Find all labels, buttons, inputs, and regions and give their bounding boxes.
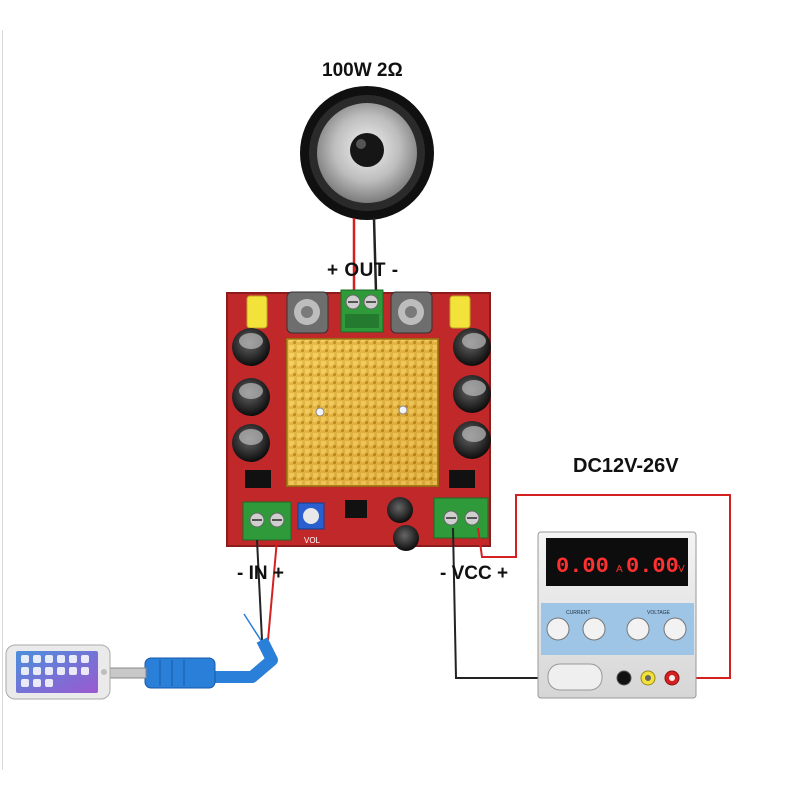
power-terminal xyxy=(433,497,489,539)
capacitors-right xyxy=(453,328,491,459)
input-wire-negative xyxy=(256,539,263,641)
voltage-fine-knob xyxy=(626,617,650,641)
input-wire-positive xyxy=(267,539,278,641)
negative-binding-post xyxy=(616,670,632,686)
speaker-dust-cap xyxy=(350,133,384,167)
speaker xyxy=(300,86,434,220)
current-readout: 0.00 xyxy=(556,554,609,579)
power-terminal-label: - VCC + xyxy=(440,563,509,584)
psu-power-switch xyxy=(547,663,603,691)
op-amp-chip xyxy=(345,500,367,518)
volume-potentiometer xyxy=(297,502,325,530)
input-cable xyxy=(109,539,278,689)
psu-display xyxy=(546,538,688,586)
voltage-unit: V xyxy=(678,564,685,575)
capacitors-left xyxy=(232,328,270,462)
smartphone xyxy=(5,644,111,700)
film-capacitor-right xyxy=(449,295,471,329)
chip-left xyxy=(245,470,271,488)
voltage-readout: 0.00 xyxy=(626,554,679,579)
power-wire-positive xyxy=(477,494,731,679)
audio-plug-tip xyxy=(109,667,147,679)
power-supply: 0.00 A 0.00 V CURRENT VOLTAGE xyxy=(537,531,697,699)
audio-plug-housing xyxy=(144,657,216,689)
current-fine-knob xyxy=(546,617,570,641)
output-terminal-label: + OUT - xyxy=(327,260,399,281)
current-section-label: CURRENT xyxy=(566,610,590,616)
speaker-wires xyxy=(352,217,378,293)
speaker-rating-label: 100W 2Ω xyxy=(322,60,403,81)
chip-right xyxy=(449,470,475,488)
voltage-coarse-knob xyxy=(663,617,687,641)
small-capacitor-1 xyxy=(387,497,413,523)
page-edge-rule xyxy=(2,30,3,770)
speaker-wire-negative xyxy=(372,217,378,293)
film-capacitor-left xyxy=(246,295,268,329)
current-coarse-knob xyxy=(582,617,606,641)
current-unit: A xyxy=(616,564,623,575)
supply-voltage-range-label: DC12V-26V xyxy=(573,455,679,477)
heatsink-screw-right xyxy=(398,405,408,415)
audio-cable xyxy=(210,637,278,683)
small-capacitor-2 xyxy=(393,525,419,551)
vol-text: VOL xyxy=(304,536,321,545)
heatsink-screw-left xyxy=(315,407,325,417)
input-terminal-label: - IN + xyxy=(237,563,284,584)
voltage-section-label: VOLTAGE xyxy=(647,610,671,616)
amplifier-board: VOL xyxy=(226,289,491,551)
